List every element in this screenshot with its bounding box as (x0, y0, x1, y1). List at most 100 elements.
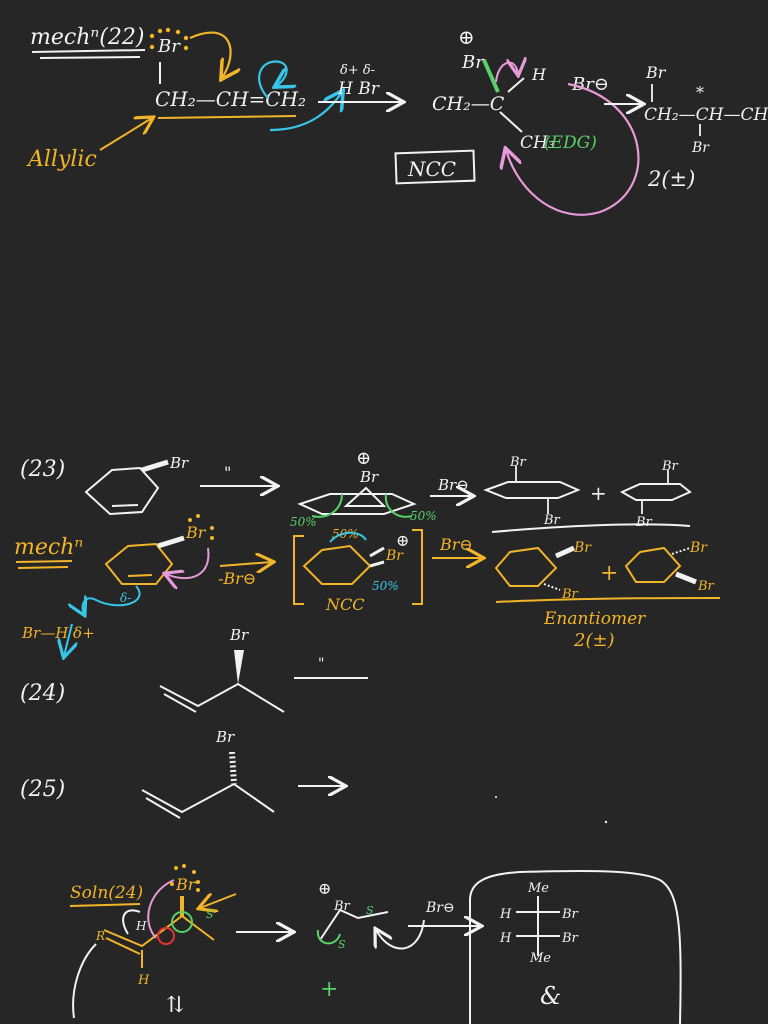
wedge-bond (157, 535, 185, 549)
product-ring-1 (494, 546, 558, 587)
cation-skeleton (319, 908, 389, 941)
white-arrow (122, 909, 141, 935)
bromide-ion: Br⊖ (425, 900, 455, 916)
product-star: * (696, 83, 704, 102)
ncc-box (394, 149, 476, 185)
enantiomers-underline (495, 597, 721, 603)
heading-underline (39, 56, 141, 59)
label-s: S (206, 908, 214, 921)
q23-number: (23) (20, 457, 65, 482)
stray-dot (604, 820, 608, 824)
box-h2: H (499, 931, 512, 946)
wedge-bond (141, 459, 169, 473)
q24-br: Br (229, 626, 249, 644)
mech-br-ring: Br (185, 523, 207, 542)
allylic-arrow (99, 118, 152, 151)
substrate-underline (157, 115, 297, 119)
chair-br: Br (635, 515, 653, 530)
soln-underline (69, 903, 141, 907)
cyan-arrow (329, 531, 367, 543)
soln-plus: + (320, 977, 338, 1002)
bracket-ncc: NCC (325, 595, 364, 614)
white-curve-arrow (72, 943, 97, 1019)
cation-left: CH₂—C (432, 93, 505, 115)
chair-br: Br (543, 513, 561, 528)
cyclohexene-ring (84, 466, 160, 516)
q25-br: Br (215, 728, 235, 746)
wedge-bond (675, 571, 697, 585)
mech-heading: mechⁿ (14, 535, 83, 560)
ncc-label: NCC (407, 157, 456, 181)
q23-reagent: " (224, 463, 231, 482)
label-r: R (95, 929, 105, 943)
bracket-charge: ⊕ (396, 531, 409, 550)
h-bottom: H (137, 973, 150, 988)
reaction-arrow-yellow (219, 562, 272, 566)
hash-bond (543, 583, 561, 591)
prod-plus: + (600, 561, 618, 586)
q23-br: Br (169, 454, 189, 472)
substrate: CH₂—CH=CH₂ (155, 87, 306, 111)
bracket-pct2: 50% (372, 579, 399, 593)
soln-heading: Soln(24) (70, 883, 143, 903)
mech-delta: δ- (120, 591, 131, 605)
nucleophile: Br⊖ (437, 476, 469, 494)
soln-br-top: Br (175, 875, 197, 894)
soln-skeleton (103, 914, 215, 948)
pink-loop-arrow (495, 63, 518, 83)
prod2-br-bottom: Br (697, 579, 715, 594)
box-br1: Br (561, 907, 579, 922)
stereocenter-green (171, 911, 193, 933)
double-bond (111, 504, 139, 507)
pink-arrow (166, 547, 210, 578)
product-box (469, 869, 682, 1024)
pink-attack-arrow (506, 82, 640, 216)
box-h1: H (499, 907, 512, 922)
attack-arrow-yellow (200, 894, 237, 908)
pink-arrow (147, 879, 175, 939)
enantiomers-count: 2(±) (573, 630, 615, 651)
enantiomers-label: Enantiomer (543, 609, 646, 629)
prod2-br-top: Br (689, 540, 708, 556)
products-underline (491, 523, 691, 533)
bracket-bond (369, 546, 385, 558)
h-label: H (135, 919, 147, 933)
mech-minus-br: -Br⊖ (218, 569, 256, 588)
lone-pair-dots (149, 27, 189, 51)
q25-section: (25) Br (20, 728, 608, 824)
electron-arrow-cyan (269, 92, 342, 132)
cation-br: Br (461, 52, 485, 73)
bridge-triangle (343, 486, 387, 507)
box-bottom: Me (529, 951, 551, 966)
cyan-arrow (83, 585, 141, 614)
equilibrium: ⇅ (166, 993, 184, 1018)
bromide-ion: Br⊖ (571, 74, 609, 95)
reagent: H Br (337, 79, 380, 99)
product-count: 2(±) (647, 167, 695, 191)
cation-methyl: CH₃ (520, 133, 555, 153)
bracket-bond (369, 560, 385, 568)
electron-arrow-cyan (258, 60, 287, 99)
product-ring-2 (624, 546, 682, 583)
mech22-section: mechⁿ(22) Br CH₂—CH=CH₂ Allylic δ+ δ- H … (26, 25, 768, 216)
wedge-bond (554, 545, 576, 559)
green-arrow-right (384, 493, 413, 518)
mech22-heading: mechⁿ(22) (30, 25, 144, 50)
chair-br: Br (661, 459, 679, 474)
product-br-top: Br (645, 63, 667, 82)
bond (507, 77, 525, 93)
product-chain: CH₂—CH—CH₃ (644, 105, 768, 125)
attack-br: Br⊖ (439, 535, 473, 554)
prod1-br-bottom: Br (561, 587, 579, 602)
br-substituent: Br (157, 36, 181, 57)
q23-section: (23) Br " ⊕ Br 50% 50% Br⊖ Br Br + Br Br… (14, 448, 721, 656)
cation-h: H (531, 65, 547, 84)
white-attack-arrow (376, 919, 425, 950)
soln24-section: Soln(24) Br R S H H ⇅ ⊕ Br S S Br⊖ + (69, 864, 682, 1024)
edg-label: (EDG) (544, 133, 597, 153)
ring-plane (297, 493, 417, 515)
bridge-br: Br (359, 468, 379, 486)
chair-br: Br (509, 455, 527, 470)
reagent-partial: δ+ δ- (340, 63, 375, 78)
cation-s2: S (366, 904, 374, 917)
